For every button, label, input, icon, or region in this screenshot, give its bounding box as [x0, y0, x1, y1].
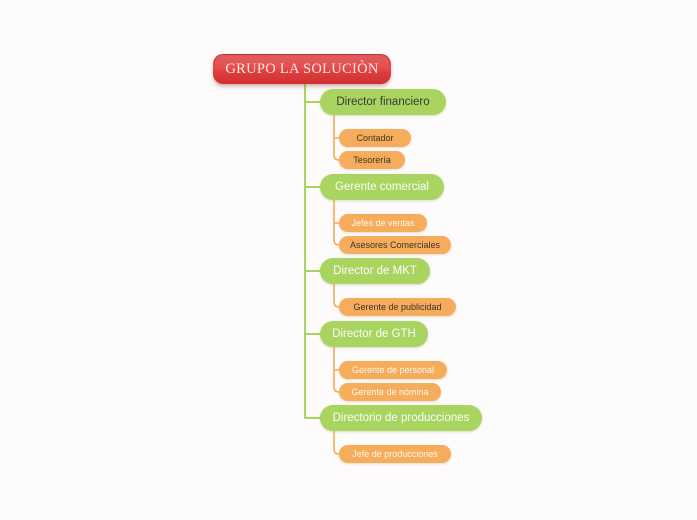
branch-node-3[interactable]: Director de GTH	[320, 321, 428, 347]
leaf-node-1-0[interactable]: Jefes de ventas	[339, 214, 427, 232]
leaf-node-4-0[interactable]: Jefe de producciones	[339, 445, 451, 463]
leaf-node-3-0[interactable]: Gerente de personal	[339, 361, 447, 379]
leaf-node-3-0-label: Gerente de personal	[351, 365, 435, 375]
branch-node-2[interactable]: Director de MKT	[320, 258, 430, 284]
leaf-node-0-0-label: Contador	[356, 133, 394, 143]
leaf-node-3-1-label: Gerente de nómina	[351, 387, 429, 397]
leaf-node-1-0-label: Jefes de ventas	[351, 218, 415, 228]
branch-node-4-label: Directorio de producciones	[332, 412, 470, 424]
branch-node-2-label: Director de MKT	[333, 265, 417, 277]
leaf-node-1-1-label: Asesores Comerciales	[349, 240, 441, 250]
leaf-node-4-0-label: Jefe de producciones	[352, 449, 438, 459]
leaf-node-3-1[interactable]: Gerente de nómina	[339, 383, 441, 401]
root-node-label: GRUPO LA SOLUCIÒN	[225, 60, 379, 77]
leaf-node-2-0[interactable]: Gerente de publicidad	[339, 298, 456, 316]
branch-node-4[interactable]: Directorio de producciones	[320, 405, 482, 431]
branch-node-0-label: Director financiero	[336, 96, 430, 108]
leaf-node-2-0-label: Gerente de publicidad	[353, 302, 442, 312]
branch-node-1[interactable]: Gerente comercial	[320, 174, 444, 200]
root-node[interactable]: GRUPO LA SOLUCIÒN	[213, 54, 391, 84]
leaf-node-0-0[interactable]: Contador	[339, 129, 411, 147]
branch-node-0[interactable]: Director financiero	[320, 89, 446, 115]
branch-node-1-label: Gerente comercial	[335, 181, 429, 193]
leaf-node-0-1[interactable]: Tesorería	[339, 151, 405, 169]
branch-node-3-label: Director de GTH	[332, 328, 416, 340]
leaf-node-0-1-label: Tesorería	[353, 155, 391, 165]
leaf-node-1-1[interactable]: Asesores Comerciales	[339, 236, 451, 254]
